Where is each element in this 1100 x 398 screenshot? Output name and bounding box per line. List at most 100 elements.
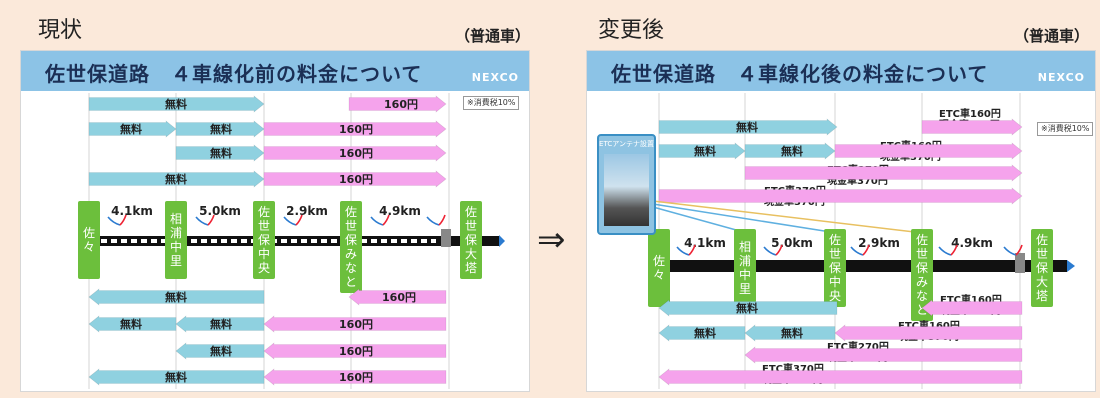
exit-flow-icon bbox=[119, 214, 127, 226]
tax-note: ※消費税10% bbox=[463, 96, 520, 110]
station-box bbox=[165, 201, 187, 279]
entry-flow-icon bbox=[938, 246, 952, 256]
free-label: 無料 bbox=[781, 326, 803, 340]
paid-arrow bbox=[348, 288, 447, 306]
station-label: み bbox=[916, 275, 928, 289]
station-label: な bbox=[916, 289, 928, 303]
station-box bbox=[734, 229, 756, 307]
distance-label: 2.9km bbox=[286, 204, 328, 218]
station-box bbox=[78, 201, 100, 279]
station-label: 世 bbox=[1036, 247, 1048, 261]
free-label: 無料 bbox=[165, 97, 187, 111]
entry-flow-icon bbox=[426, 216, 440, 226]
price-label: 160円 bbox=[382, 291, 416, 304]
entry-flow-icon bbox=[676, 246, 690, 256]
station-label: 保 bbox=[829, 261, 841, 275]
station-label: 保 bbox=[465, 233, 477, 247]
free-label: 無料 bbox=[210, 122, 232, 136]
current-vehicle-type: （普通車） bbox=[455, 27, 531, 45]
station-label: 世 bbox=[258, 219, 270, 233]
etc-fare-label: ETC車160円 bbox=[939, 107, 1001, 120]
etc-antenna-label: ETCアンテナ設置 bbox=[599, 140, 654, 148]
toll-gate bbox=[441, 229, 451, 247]
antenna-connector bbox=[652, 203, 838, 234]
station-label: 佐 bbox=[653, 254, 665, 268]
exit-flow-icon bbox=[295, 214, 303, 226]
station-label: 保 bbox=[258, 233, 270, 247]
current-banner-title: 佐世保道路 ４車線化前の料金について bbox=[45, 62, 423, 86]
station-label: 大 bbox=[1036, 275, 1048, 289]
entry-flow-icon bbox=[763, 246, 777, 256]
free-arrow bbox=[658, 324, 746, 342]
station-label: 中 bbox=[258, 246, 270, 261]
distance-label: 5.0km bbox=[199, 204, 241, 218]
station-label: 佐 bbox=[258, 205, 270, 219]
after-banner-title: 佐世保道路 ４車線化後の料金について bbox=[611, 62, 989, 86]
free-arrow bbox=[88, 170, 265, 188]
etc-antenna-photo bbox=[604, 154, 649, 226]
distance-label: 5.0km bbox=[771, 236, 813, 250]
road-end-arrow bbox=[499, 235, 505, 247]
station-label: 世 bbox=[345, 219, 357, 233]
station-label: 中 bbox=[739, 267, 751, 282]
change-arrow-icon: ⇒ bbox=[537, 220, 566, 260]
free-label: 無料 bbox=[210, 146, 232, 160]
station-label: 世 bbox=[465, 219, 477, 233]
free-label: 無料 bbox=[165, 370, 187, 384]
station-label: 々 bbox=[653, 268, 665, 282]
station-label: 保 bbox=[1036, 261, 1048, 275]
paid-arrow bbox=[263, 315, 447, 333]
free-arrow bbox=[175, 120, 265, 138]
station-label: 佐 bbox=[83, 226, 95, 240]
exit-flow-icon bbox=[382, 214, 390, 226]
entry-flow-icon bbox=[107, 216, 121, 226]
paid-arrow bbox=[834, 142, 1023, 160]
exit-flow-icon bbox=[950, 244, 958, 256]
exit-flow-icon bbox=[862, 244, 870, 256]
road-end-arrow bbox=[1067, 260, 1075, 272]
station-label: 相 bbox=[170, 212, 182, 226]
distance-label: 2.9km bbox=[858, 236, 900, 250]
station-box bbox=[648, 229, 670, 307]
free-label: 無料 bbox=[165, 172, 187, 186]
station-label: 塔 bbox=[1036, 289, 1048, 303]
entry-flow-icon bbox=[850, 246, 864, 256]
price-label: 160円 bbox=[339, 318, 373, 331]
station-box bbox=[911, 229, 933, 321]
exit-flow-icon bbox=[688, 244, 696, 256]
free-label: 無料 bbox=[210, 317, 232, 331]
free-arrow bbox=[88, 315, 177, 333]
paid-arrow bbox=[263, 144, 447, 162]
station-label: 佐 bbox=[829, 233, 841, 247]
exit-flow-icon bbox=[438, 214, 446, 226]
station-box bbox=[460, 201, 482, 279]
price-label: 160円 bbox=[339, 173, 373, 186]
station-label: 佐 bbox=[345, 205, 357, 219]
paid-arrow bbox=[744, 164, 1023, 182]
price-label: 160円 bbox=[339, 123, 373, 136]
station-box bbox=[824, 229, 846, 307]
free-arrow bbox=[744, 142, 836, 160]
after-vehicle-type: （普通車） bbox=[1014, 27, 1090, 45]
station-label: 世 bbox=[829, 247, 841, 261]
station-label: 塔 bbox=[465, 261, 477, 275]
current-banner: 佐世保道路 ４車線化前の料金について NEXCO bbox=[21, 51, 529, 91]
paid-arrow bbox=[263, 120, 447, 138]
free-label: 無料 bbox=[694, 326, 716, 340]
road bbox=[659, 260, 1067, 272]
price-label: 160円 bbox=[384, 98, 418, 111]
paid-arrow bbox=[744, 346, 1023, 364]
price-label: 160円 bbox=[339, 345, 373, 358]
price-label: 160円 bbox=[339, 147, 373, 160]
station-label: な bbox=[345, 261, 357, 275]
after-label: 変更後 bbox=[598, 18, 665, 43]
paid-arrow bbox=[263, 368, 447, 386]
after-banner: 佐世保道路 ４車線化後の料金について NEXCO bbox=[587, 51, 1095, 91]
toll-gate bbox=[1015, 253, 1025, 273]
after-route-diagram: 無料ETC車160円現金車370円無料無料ETC車160円現金車370円ETC車… bbox=[648, 93, 1075, 389]
station-label: 保 bbox=[345, 233, 357, 247]
station-label: 佐 bbox=[1036, 233, 1048, 247]
station-label: 中 bbox=[170, 239, 182, 254]
free-arrow bbox=[88, 368, 265, 386]
